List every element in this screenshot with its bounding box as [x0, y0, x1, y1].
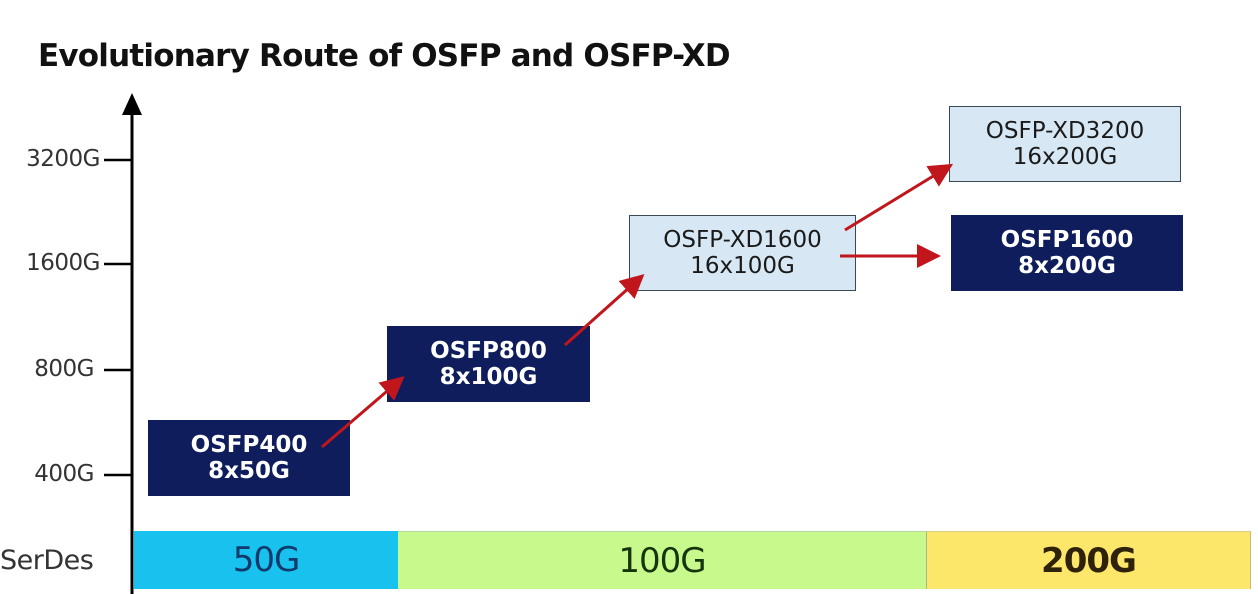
serdes-200g: 200G: [926, 531, 1251, 589]
diagram-title: Evolutionary Route of OSFP and OSFP-XD: [38, 38, 731, 74]
module-config: 8x100G: [439, 364, 538, 390]
module-osfp1600: OSFP1600 8x200G: [951, 215, 1183, 291]
module-osfp-xd1600: OSFP-XD1600 16x100G: [629, 215, 856, 291]
module-config: 8x50G: [208, 458, 290, 484]
serdes-label: SerDes: [0, 545, 94, 576]
module-name: OSFP-XD3200: [985, 117, 1145, 144]
module-config: 16x200G: [1012, 144, 1118, 170]
module-name: OSFP-XD1600: [663, 226, 822, 253]
tick-400g: 400G: [34, 461, 94, 487]
serdes-100g: 100G: [398, 531, 926, 589]
module-config: 16x100G: [690, 253, 795, 279]
serdes-50g: 50G: [134, 531, 398, 589]
module-name: OSFP1600: [1000, 226, 1134, 253]
module-name: OSFP800: [430, 337, 547, 364]
tick-3200g: 3200G: [26, 146, 100, 172]
module-osfp400: OSFP400 8x50G: [148, 420, 350, 496]
tick-1600g: 1600G: [26, 250, 100, 276]
module-osfp800: OSFP800 8x100G: [387, 326, 590, 402]
module-config: 8x200G: [1018, 253, 1116, 279]
tick-800g: 800G: [34, 356, 94, 382]
module-name: OSFP400: [190, 431, 308, 458]
axis-arrow-up-icon: [122, 93, 142, 115]
module-osfp-xd3200: OSFP-XD3200 16x200G: [949, 106, 1181, 182]
